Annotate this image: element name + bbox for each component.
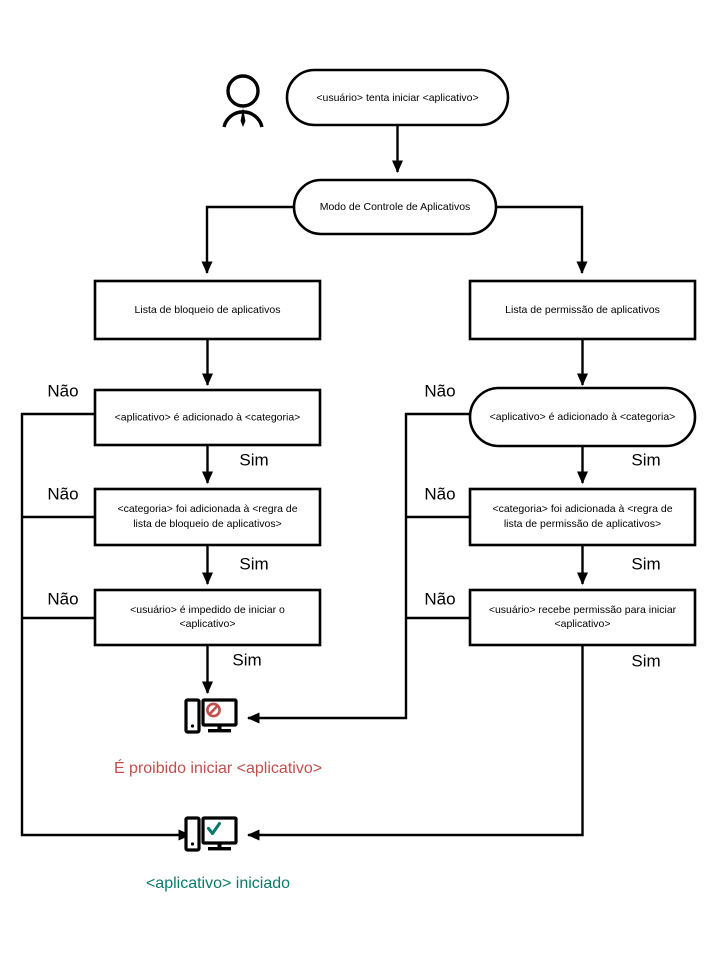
node-mode-label: Modo de Controle de Aplicativos xyxy=(320,201,471,213)
node-block-user: <usuário> é impedido de iniciar o <aplic… xyxy=(93,588,322,647)
node-allow-list-label: Lista de permissão de aplicativos xyxy=(505,304,660,316)
edge-label-left-no-1: Não xyxy=(47,381,78,400)
edge-label-right-yes-2: Sim xyxy=(631,554,660,573)
edge-label-left-no-2: Não xyxy=(47,484,78,503)
edge-label-left-yes-1: Sim xyxy=(239,450,268,469)
edge-right-no-bus xyxy=(247,412,470,724)
node-allow-rule-label-line2: lista de permissão de aplicativos> xyxy=(504,518,661,530)
edge-label-left-no-3: Não xyxy=(47,589,78,608)
node-block-rule-label-line1: <categoria> foi adicionada à <regra de xyxy=(117,503,297,515)
edge-label-right-no-3: Não xyxy=(424,589,455,608)
edge-label-right-yes-3: Sim xyxy=(631,651,660,670)
node-block-user-label-line2: <aplicativo> xyxy=(179,618,235,630)
edge-allow-user-yes xyxy=(247,645,584,841)
computer-allowed-icon xyxy=(184,816,238,852)
node-block-rule: <categoria> foi adicionada à <regra de l… xyxy=(93,487,322,547)
node-block-category: <aplicativo> é adicionado à <categoria> xyxy=(93,388,322,447)
node-allow-list: Lista de permissão de aplicativos xyxy=(468,279,697,341)
node-allow-category-label: <aplicativo> é adicionado à <categoria> xyxy=(490,411,676,423)
edge-label-right-no-2: Não xyxy=(424,484,455,503)
outcome-denied-label: É proibido iniciar <aplicativo> xyxy=(114,758,322,777)
user-person-icon xyxy=(222,74,264,128)
edge-label-left-yes-3: Sim xyxy=(232,650,261,669)
node-block-list-label: Lista de bloqueio de aplicativos xyxy=(135,304,281,316)
edge-label-right-yes-1: Sim xyxy=(631,450,660,469)
node-allow-user-label-line1: <usuário> recebe permissão para iniciar xyxy=(489,604,677,616)
node-allow-rule-label-line1: <categoria> foi adicionada à <regra de xyxy=(492,503,672,515)
outcome-allowed-label: <aplicativo> iniciado xyxy=(146,875,290,892)
node-allow-rule: <categoria> foi adicionada à <regra de l… xyxy=(468,487,697,547)
node-allow-user: <usuário> recebe permissão para iniciar … xyxy=(468,588,697,647)
computer-blocked-icon xyxy=(184,698,238,734)
edge-left-no-bus xyxy=(20,412,191,841)
edge-mode-to-allowlist xyxy=(496,205,588,274)
edge-label-right-no-1: Não xyxy=(424,381,455,400)
node-start: <usuário> tenta iniciar <aplicativo> xyxy=(285,68,510,127)
node-mode: Modo de Controle de Aplicativos xyxy=(292,178,498,236)
edge-label-left-yes-2: Sim xyxy=(239,554,268,573)
node-allow-user-label-line2: <aplicativo> xyxy=(554,618,610,630)
node-block-user-label-line1: <usuário> é impedido de iniciar o xyxy=(130,604,285,616)
node-block-list: Lista de bloqueio de aplicativos xyxy=(93,279,322,341)
node-start-label: <usuário> tenta iniciar <aplicativo> xyxy=(316,92,478,104)
node-allow-category: <aplicativo> é adicionado à <categoria> xyxy=(468,386,697,448)
node-block-rule-label-line2: lista de bloqueio de aplicativos> xyxy=(133,518,282,530)
node-block-category-label: <aplicativo> é adicionado à <categoria> xyxy=(115,411,301,423)
edge-mode-to-blocklist xyxy=(201,205,294,274)
